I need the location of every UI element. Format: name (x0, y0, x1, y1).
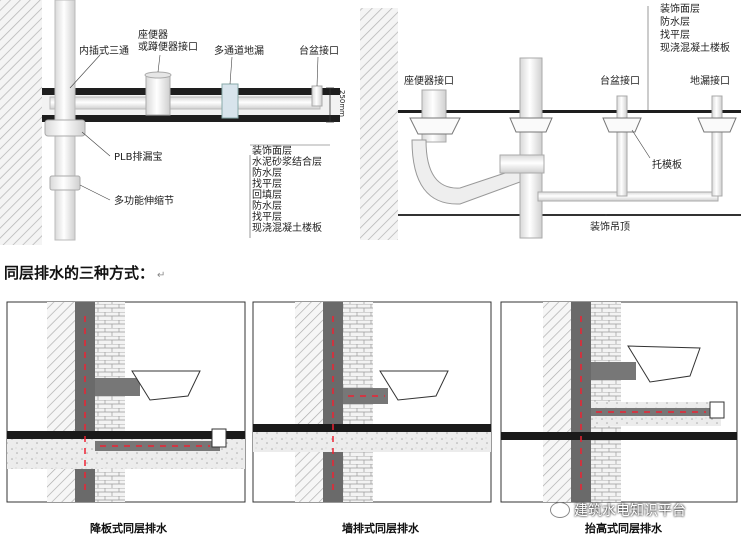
caption-wall-drain: 墙排式同层排水 (342, 522, 419, 535)
horizontal-pipe (49, 96, 321, 110)
layer-item: 现浇混凝土楼板 (252, 223, 322, 234)
watermark: 建筑水电知识平台 (550, 500, 686, 520)
caption-sunken-slab: 降板式同层排水 (90, 522, 167, 535)
caption-raised-floor: 抬高式同层排水 (585, 522, 662, 535)
layer-item: 回填层 (252, 190, 282, 201)
three-methods-diagram (6, 301, 738, 503)
wall-hatch (360, 8, 398, 240)
label-basin-port: 台盆接口 (299, 46, 339, 57)
return-mark: ↵ (157, 270, 166, 281)
label-plb: PLB排漏宝 (114, 152, 163, 163)
floor-drain (221, 83, 239, 119)
panel-wall-drain (252, 301, 492, 503)
label-drain: 多通道地漏 (214, 46, 264, 57)
plb-fitting (44, 119, 86, 137)
watermark-text: 建筑水电知识平台 (574, 503, 686, 519)
panel-raised-floor (500, 301, 738, 503)
top-right-diagram (360, 6, 741, 240)
branch-pipe (537, 191, 719, 202)
layer-item: 水泥砂浆结合层 (252, 157, 322, 168)
top-left-diagram (0, 0, 340, 245)
label-drain-right: 地漏接口 (690, 76, 730, 87)
label-ceiling: 装饰吊顶 (590, 222, 630, 233)
layer-item: 现浇混凝土楼板 (660, 43, 730, 54)
wall-hatch (0, 0, 42, 245)
main-stack (519, 57, 543, 239)
wechat-icon (550, 502, 570, 518)
layer-item: 装饰面层 (660, 4, 700, 15)
basin-port-pipe (311, 85, 323, 107)
label-toilet-port: 座便器 或蹲便器接口 (138, 30, 198, 53)
label-basin-port-right: 台盆接口 (600, 76, 640, 87)
joint-fitting (49, 175, 81, 191)
layer-item: 装饰面层 (252, 146, 292, 157)
label-joint: 多功能伸缩节 (114, 196, 174, 207)
layer-item: 防水层 (252, 201, 282, 212)
toilet-port-pipe (145, 74, 171, 116)
layer-item: 防水层 (660, 17, 690, 28)
ceiling-line (398, 214, 741, 216)
label-tee: 内插式三通 (79, 46, 129, 57)
layer-list-left: 装饰面层 水泥砂浆结合层 防水层 找平层 回填层 防水层 找平层 现浇混凝土楼板 (252, 146, 322, 234)
panel-sunken-slab (6, 301, 246, 503)
layer-item: 找平层 (252, 212, 282, 223)
layer-list-right: 装饰面层 防水层 找平层 现浇混凝土楼板 (660, 3, 730, 55)
dimension-label: 250mm (338, 90, 346, 117)
section-heading: 同层排水的三种方式：↵ (4, 262, 165, 283)
floor-line (398, 110, 741, 113)
floor-slab-bottom (42, 115, 340, 122)
layer-item: 找平层 (252, 179, 282, 190)
label-support: 托模板 (652, 160, 682, 171)
label-toilet-port-right: 座便器接口 (404, 76, 454, 87)
layer-item: 防水层 (252, 168, 282, 179)
layer-item: 找平层 (660, 30, 690, 41)
heading-text: 同层排水的三种方式： (4, 264, 155, 282)
floor-slab-top (42, 88, 340, 95)
